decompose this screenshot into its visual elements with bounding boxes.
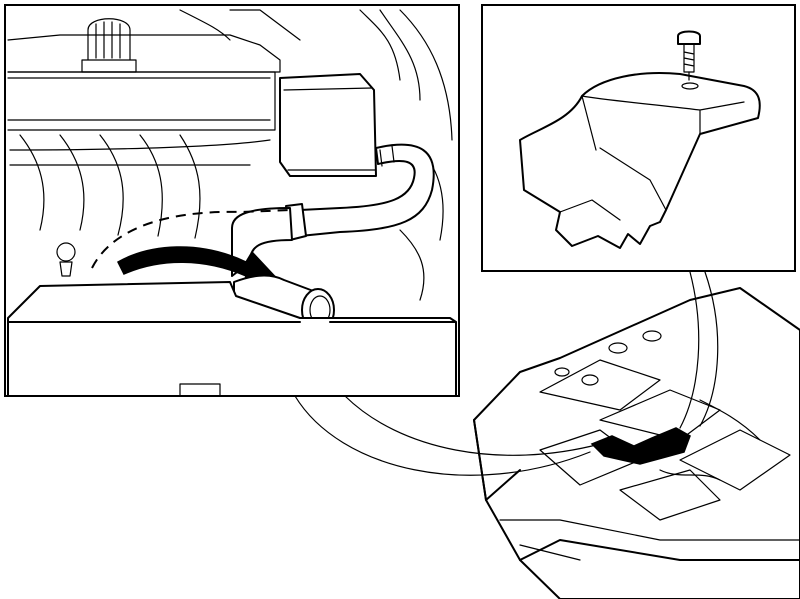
filler-cap-2 [642, 330, 662, 342]
overview-hose-1 [699, 399, 761, 441]
manifold-base [9, 139, 271, 166]
sensor-knob [56, 242, 76, 262]
engine-bay-detail [4, 4, 460, 397]
vehicle-overview [473, 287, 800, 599]
screw-icon [677, 30, 701, 90]
engine-block-e [619, 469, 721, 521]
callout-curve-left [294, 395, 591, 476]
engine-top-cover [7, 34, 281, 73]
front-crossmember [7, 281, 457, 397]
removal-path-dashed [91, 209, 293, 269]
air-filter-housing [279, 73, 377, 177]
intake-hose [299, 143, 435, 237]
intake-manifold [19, 134, 201, 239]
callout-curve-right [679, 271, 700, 429]
overview-hose-2 [659, 469, 721, 481]
filler-cap-3 [581, 374, 599, 386]
firewall-edge [179, 9, 301, 41]
crossmember-tab [179, 383, 221, 397]
filler-cap-1 [608, 342, 628, 354]
sensor-stem [59, 261, 73, 277]
callout-lines [294, 271, 719, 476]
right-component-tubes [359, 9, 453, 301]
engine-block-a [539, 359, 661, 411]
engine-bar-edge [7, 77, 271, 121]
vehicle-body [473, 287, 800, 599]
radiator-cap-ribs [95, 21, 121, 59]
cover-fold-lines [559, 95, 667, 221]
engine-cross-bar [7, 71, 276, 131]
highlighted-intake-hose [590, 427, 691, 465]
filler-cap-4 [554, 367, 570, 377]
vehicle-bumper [499, 519, 800, 561]
cover-top-face [581, 95, 745, 135]
air-filter-lid [283, 87, 377, 171]
callout-curve-left-inner [344, 395, 601, 456]
cover-detail [481, 4, 796, 272]
callout-curve-right-inner [699, 271, 719, 427]
intake-hose-ribs [379, 145, 395, 167]
